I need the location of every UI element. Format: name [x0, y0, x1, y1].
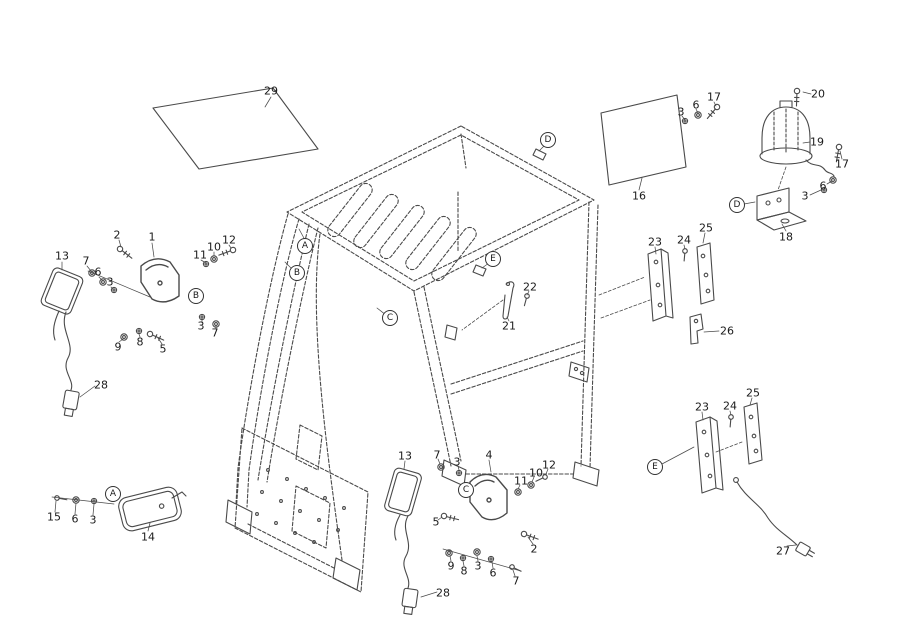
- door-latch-parts-21-22: [461, 281, 531, 331]
- hinge-plates-upper: [598, 242, 715, 345]
- cab-frame: [234, 125, 599, 593]
- cab-frame-details: [225, 148, 600, 591]
- wiring-harness-bottom-28: [394, 514, 419, 615]
- rear-panel-16: [600, 94, 722, 186]
- wiring-harness-27: [733, 477, 815, 558]
- work-lamp-left-13: [40, 267, 84, 315]
- beacon-bracket-18: [756, 166, 807, 231]
- mirror-assembly-14: [51, 486, 187, 532]
- beacon-lamp-19: [759, 87, 843, 194]
- roof-glass-panel-29: [152, 87, 319, 170]
- work-lamp-bottom-13: [384, 467, 422, 517]
- fasteners-bottom-cluster: [437, 463, 549, 574]
- fasteners-left-cluster: [87, 244, 238, 344]
- hinge-plates-lower: [661, 402, 763, 494]
- wiring-harness-left-28: [53, 310, 80, 418]
- lamp-bracket-left-1: [140, 258, 180, 303]
- lamp-bracket-bottom-4: [469, 473, 508, 521]
